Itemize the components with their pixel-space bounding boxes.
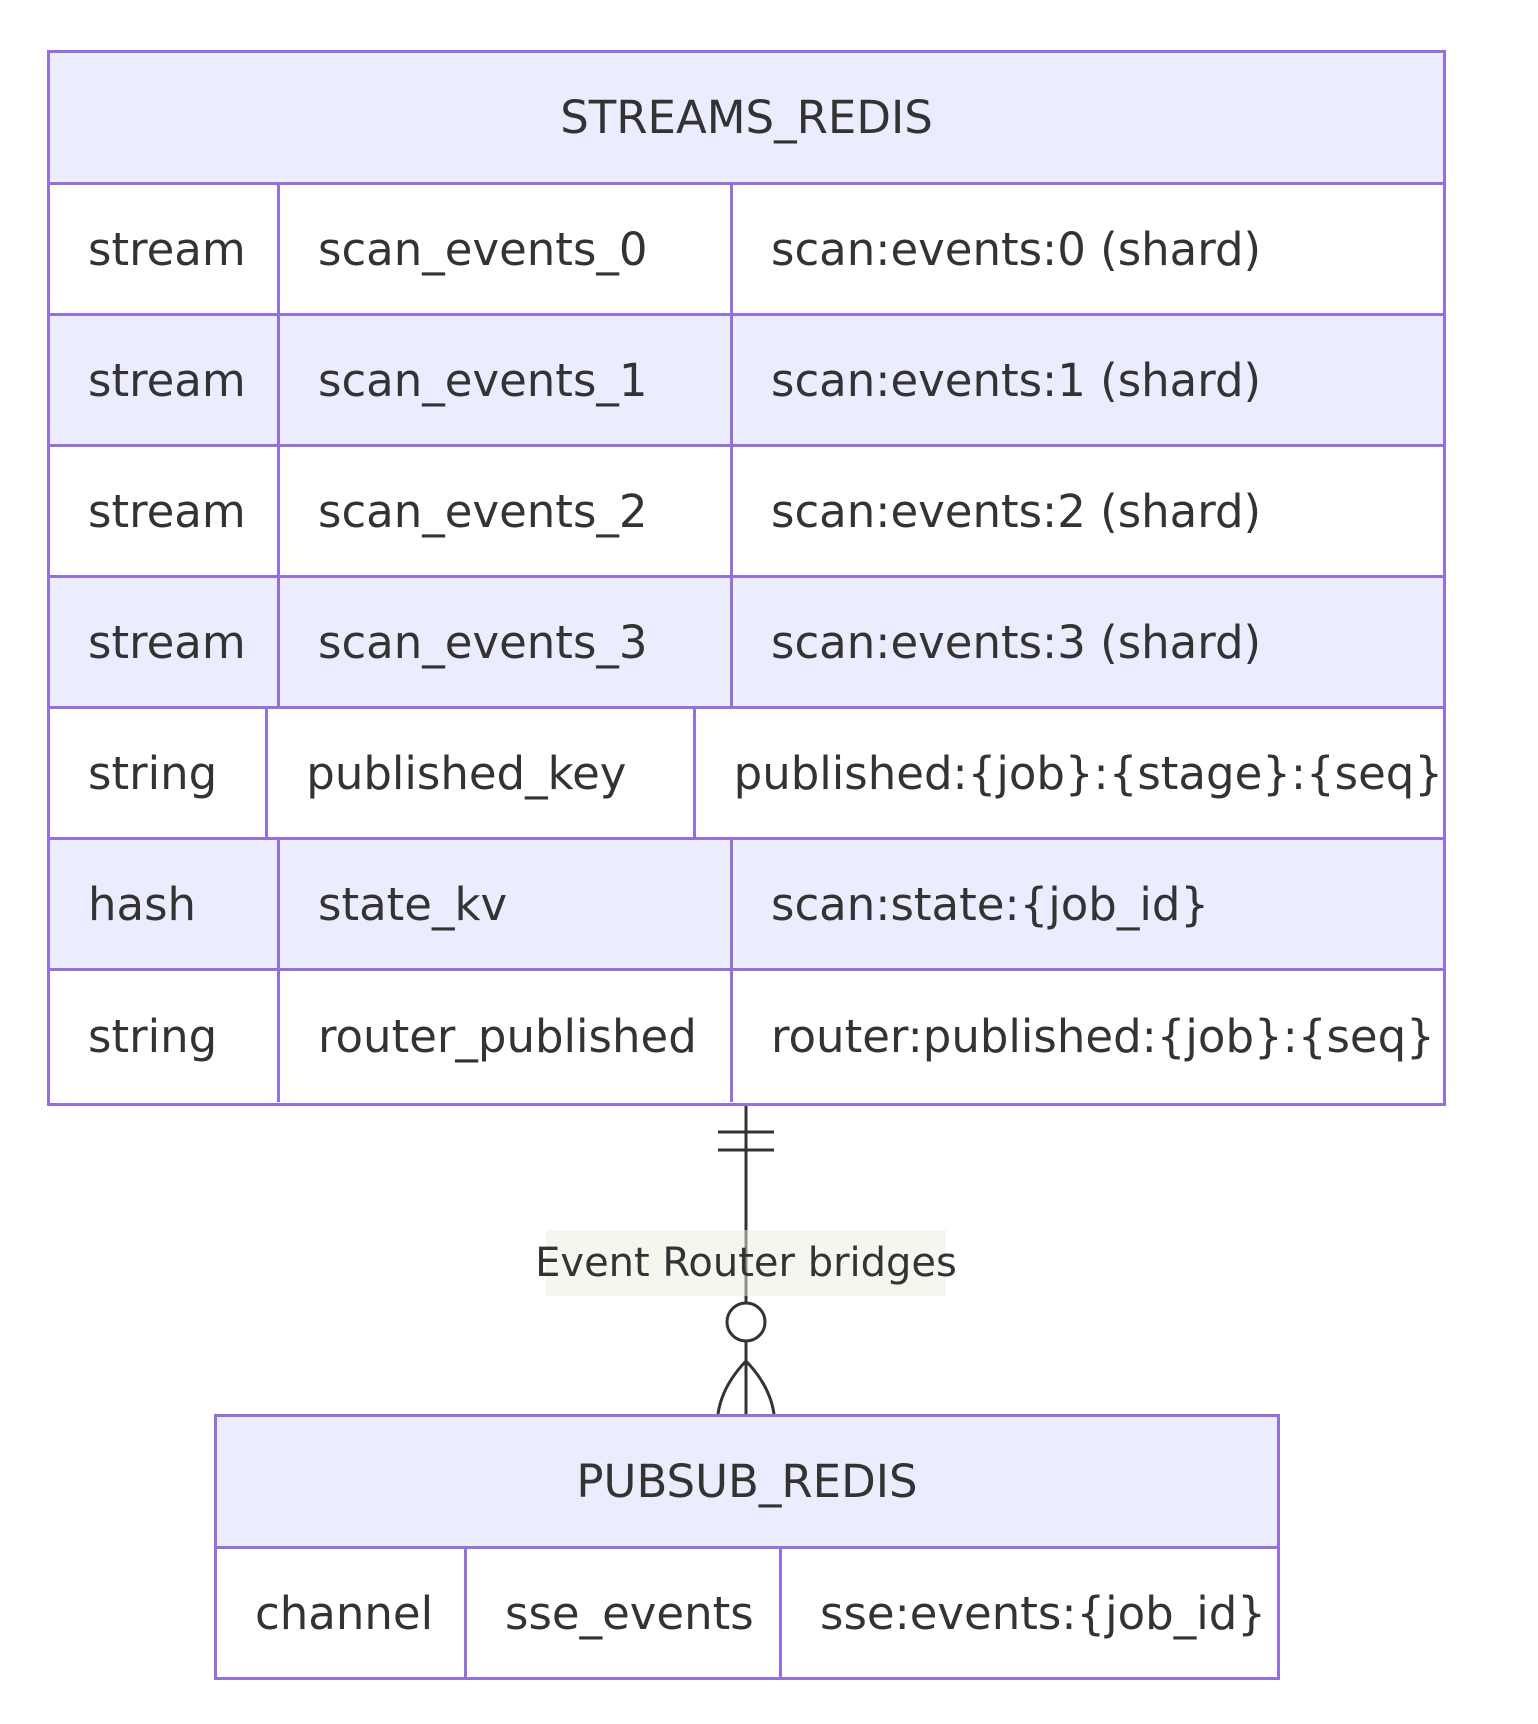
attribute-comment: scan:events:1 (shard)	[771, 353, 1262, 407]
attribute-type: stream	[50, 185, 280, 313]
attribute-row: stream scan_events_0 scan:events:0 (shar…	[50, 185, 1443, 316]
attribute-name: scan_events_2	[280, 447, 733, 575]
attribute-type: stream	[50, 316, 280, 444]
attribute-name: scan_events_3	[280, 578, 733, 706]
attribute-name: sse_events	[467, 1549, 782, 1677]
attribute-name: published_key	[268, 709, 696, 837]
attribute-comment: router:published:{job}:{seq}	[771, 1010, 1435, 1063]
attribute-type: channel	[217, 1549, 467, 1677]
zero-marker-circle	[725, 1301, 767, 1343]
entity-title: PUBSUB_REDIS	[217, 1417, 1277, 1549]
attribute-type: stream	[50, 447, 280, 575]
attribute-comment: published:{job}:{stage}:{seq}	[733, 746, 1443, 800]
entity-streams-redis: STREAMS_REDIS stream scan_events_0 scan:…	[47, 50, 1446, 1106]
attribute-comment: scan:events:3 (shard)	[771, 615, 1262, 669]
attribute-type: string	[50, 971, 280, 1102]
attribute-row: stream scan_events_3 scan:events:3 (shar…	[50, 578, 1443, 709]
attribute-row: hash state_kv scan:state:{job_id}	[50, 840, 1443, 971]
attribute-row: stream scan_events_2 scan:events:2 (shar…	[50, 447, 1443, 578]
attribute-comment: scan:events:2 (shard)	[771, 484, 1262, 538]
attribute-type: hash	[50, 840, 280, 968]
attribute-name: scan_events_1	[280, 316, 733, 444]
attribute-name: router_published	[280, 971, 733, 1102]
entity-title: STREAMS_REDIS	[50, 53, 1443, 185]
attribute-name: scan_events_0	[280, 185, 733, 313]
attribute-comment: scan:events:0 (shard)	[771, 222, 1262, 276]
many-marker-crowfoot	[716, 1358, 776, 1415]
attribute-row: channel sse_events sse:events:{job_id}	[217, 1549, 1277, 1677]
relationship-label: Event Router bridges	[535, 1230, 957, 1296]
attribute-type: string	[50, 709, 269, 837]
attribute-row: string router_published router:published…	[50, 971, 1443, 1102]
entity-pubsub-redis: PUBSUB_REDIS channel sse_events sse:even…	[214, 1414, 1280, 1680]
attribute-comment: sse:events:{job_id}	[820, 1586, 1266, 1640]
attribute-comment: scan:state:{job_id}	[771, 877, 1210, 931]
attribute-type: stream	[50, 578, 280, 706]
attribute-name: state_kv	[280, 840, 733, 968]
attribute-row: stream scan_events_1 scan:events:1 (shar…	[50, 316, 1443, 447]
attribute-row: string published_key published:{job}:{st…	[50, 709, 1443, 840]
